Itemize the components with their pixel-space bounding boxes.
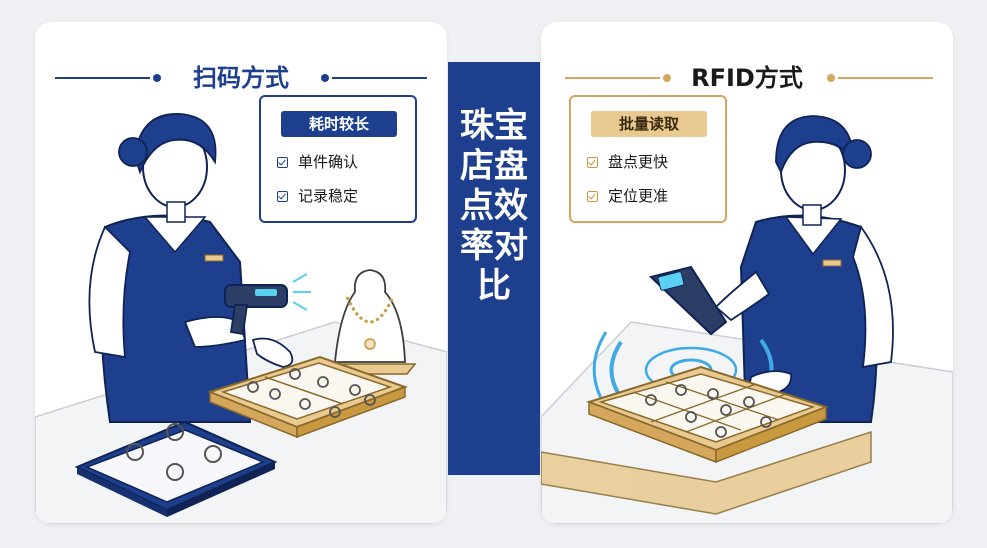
rfid-reader-icon [648, 265, 728, 336]
panel-title: 扫码方式 [193, 64, 289, 92]
rfid-method-panel: RFID方式 批量读取 盘点更快 定位更准 [541, 22, 953, 524]
time-badge: 耗时较长 [281, 111, 397, 137]
info-box: 耗时较长 单件确认 记录稳定 [259, 95, 417, 223]
center-title-banner: 珠宝店盘点效率对比 [448, 62, 540, 475]
check-icon [277, 157, 288, 168]
panel-title: RFID方式 [691, 64, 803, 92]
center-title: 珠宝店盘点效率对比 [460, 106, 528, 306]
barcode-scanner-icon [224, 273, 311, 336]
list-item: 盘点更快 [587, 151, 668, 173]
barcode-method-panel: 扫码方式 耗时较长 单件确认 记录稳定 [35, 22, 447, 524]
panel-title-row: 扫码方式 [35, 60, 447, 96]
barcode-scene-illustration [35, 113, 447, 524]
list-item: 记录稳定 [277, 185, 358, 207]
panel-title-row: RFID方式 [541, 60, 953, 96]
check-icon [587, 191, 598, 202]
check-icon [277, 191, 288, 202]
check-icon [587, 157, 598, 168]
read-badge: 批量读取 [591, 111, 707, 137]
list-item: 单件确认 [277, 151, 358, 173]
list-item: 定位更准 [587, 185, 668, 207]
info-box: 批量读取 盘点更快 定位更准 [569, 95, 727, 223]
rfid-scene-illustration [541, 115, 953, 524]
